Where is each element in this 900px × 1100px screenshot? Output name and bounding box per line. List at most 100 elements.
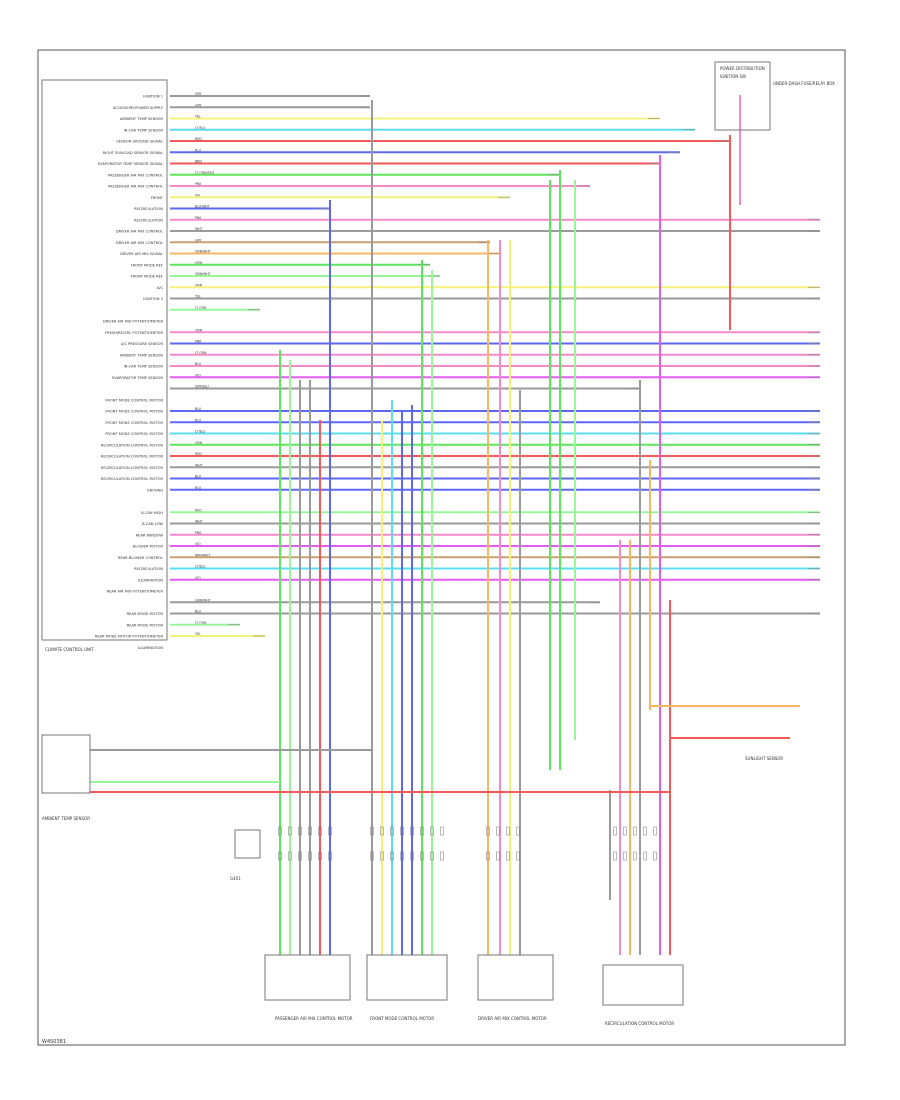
pin-label: B-CAN LOW bbox=[142, 522, 163, 526]
connector-pin bbox=[400, 851, 404, 861]
wire-code: PNK bbox=[195, 182, 202, 186]
pin-label: IGNITION 1 bbox=[143, 95, 163, 99]
wire-code: BRN bbox=[195, 160, 202, 164]
connector-pin bbox=[328, 851, 332, 861]
sunlight-sensor-label: SUNLIGHT SENSOR bbox=[745, 756, 783, 761]
wire-code: GRY/BLU bbox=[195, 385, 209, 389]
connector-pin bbox=[328, 826, 332, 836]
pin-label: REAR AIR MIX POTENTIOMETER bbox=[107, 590, 164, 594]
connector-pin bbox=[318, 826, 322, 836]
connector-pin bbox=[380, 826, 384, 836]
connector-pin bbox=[420, 851, 424, 861]
control-unit-box bbox=[41, 79, 168, 641]
pin-label: AMBIENT TEMP SENSOR bbox=[120, 117, 164, 121]
connector-pin bbox=[623, 826, 627, 836]
pin-label: REAR MODE MOTOR bbox=[127, 623, 164, 627]
connector-pin bbox=[308, 851, 312, 861]
wire-code: ORN/WHT bbox=[195, 250, 211, 254]
pin-label: AMBIENT TEMP SENSOR bbox=[120, 353, 164, 357]
pin-label: GROUND bbox=[147, 488, 163, 492]
connector-pin bbox=[516, 826, 520, 836]
pin-label: RECIRCULATION bbox=[134, 567, 163, 571]
connector-pin bbox=[400, 826, 404, 836]
recirc-module-box bbox=[602, 964, 684, 1006]
driver-module-label: DRIVER AIR MIX CONTROL MOTOR bbox=[478, 1016, 547, 1021]
connector-pin bbox=[506, 826, 510, 836]
connector-pin bbox=[380, 851, 384, 861]
pin-label: RECIRCULATION CONTROL MOTOR bbox=[101, 477, 164, 481]
wire-code: BLU bbox=[195, 486, 202, 490]
pin-label: FRESH/RECIRC POTENTIOMETER bbox=[105, 331, 163, 335]
wire-code: PNK bbox=[195, 216, 202, 220]
connector-pin bbox=[613, 826, 617, 836]
connector-pin bbox=[298, 851, 302, 861]
ambient-sensor-box bbox=[41, 734, 91, 794]
wire-code: RED bbox=[195, 508, 202, 512]
pin-label: SENSOR GROUND SIGNAL bbox=[116, 140, 163, 144]
pin-label: A/C PRESSURE SENSOR bbox=[121, 342, 164, 346]
wire-code: BLU bbox=[195, 407, 202, 411]
pin-label: B-CAN HIGH bbox=[141, 511, 163, 515]
connector-pin bbox=[653, 851, 657, 861]
ground-box bbox=[234, 829, 261, 859]
pin-label: EVAPORATOR TEMP SENSOR SIGNAL bbox=[98, 162, 163, 166]
pin-label: RECIRCULATION CONTROL MOTOR bbox=[101, 466, 164, 470]
wire-code: GRN bbox=[195, 441, 203, 445]
ground-label: G401 bbox=[230, 876, 241, 881]
front-mode-module-label: FRONT MODE CONTROL MOTOR bbox=[370, 1016, 434, 1021]
pin-label: FRONT MODE CONTROL MOTOR bbox=[105, 398, 163, 402]
wire-code: LT BLU bbox=[195, 126, 206, 130]
pin-label: ACCESSORY/POWER SUPPLY bbox=[113, 106, 164, 110]
pin-label: FRONT MODE CONTROL MOTOR bbox=[105, 432, 163, 436]
front-mode-module-box bbox=[366, 954, 448, 1001]
wire-code: YEL bbox=[195, 193, 201, 197]
wire-code: GRN/WHT bbox=[195, 272, 211, 276]
pin-label: ILLUMINATION bbox=[138, 578, 164, 582]
wire-code: VIO bbox=[195, 373, 201, 377]
passenger-module-box bbox=[264, 954, 351, 1001]
recirc-module-label: RECIRCULATION CONTROL MOTOR bbox=[605, 1021, 674, 1026]
connector-pin bbox=[390, 851, 394, 861]
wire-code: YEL bbox=[195, 295, 201, 299]
wire-code: LT GRN/RED bbox=[195, 171, 215, 175]
connector-pin bbox=[613, 851, 617, 861]
power-supply-box bbox=[714, 61, 771, 131]
wire-code: GRY bbox=[195, 238, 201, 242]
connector-pin bbox=[643, 826, 647, 836]
connector-pin bbox=[643, 851, 647, 861]
pin-label: FRONT MODE REF bbox=[131, 275, 163, 279]
wire-code: BLU/WHT bbox=[195, 205, 210, 209]
pin-label: BLOWER MOTOR bbox=[133, 545, 164, 549]
connector-pin bbox=[430, 851, 434, 861]
connector-pin bbox=[623, 851, 627, 861]
pin-label: PASSENGER AIR MIX CONTROL bbox=[108, 185, 163, 189]
wire-code: LT GRN bbox=[195, 306, 207, 310]
wire-code: WHT bbox=[195, 520, 203, 524]
pin-label: A/C bbox=[157, 286, 164, 290]
pin-label: DRIVER AIR MIX POTENTIOMETER bbox=[103, 320, 164, 324]
driver-module-box bbox=[477, 954, 554, 1001]
wire-code: VIO bbox=[195, 542, 201, 546]
pin-label: IN-CAR TEMP SENSOR bbox=[124, 365, 164, 369]
pin-label-group: IGNITION 1 ACCESSORY/POWER SUPPLY AMBIENT … bbox=[95, 95, 164, 650]
connector-pin bbox=[506, 851, 510, 861]
pin-label: IN-CAR TEMP SENSOR bbox=[124, 128, 164, 132]
connector-pin bbox=[298, 826, 302, 836]
connector-pin bbox=[653, 826, 657, 836]
diagram-border bbox=[37, 49, 846, 1046]
pin-label: REAR MODE MOTOR POTENTIOMETER bbox=[95, 635, 164, 639]
pin-label: PASSENGER AIR MIX CONTROL bbox=[108, 173, 163, 177]
wire-code: RED bbox=[195, 137, 202, 141]
sheet-reference: W4S0381 bbox=[42, 1039, 66, 1045]
wire-code: VIO bbox=[195, 576, 201, 580]
connector-pin bbox=[420, 826, 424, 836]
ambient-sensor-label: AMBIENT TEMP SENSOR bbox=[42, 816, 90, 821]
connector-pin bbox=[496, 826, 500, 836]
pin-label: ILLUMINATION bbox=[138, 646, 164, 650]
connector-pin bbox=[496, 851, 500, 861]
connector-pin bbox=[516, 851, 520, 861]
pin-label: FRONT MODE CONTROL MOTOR bbox=[105, 410, 163, 414]
wire-code: BLU bbox=[195, 418, 202, 422]
wire-code: GRY bbox=[195, 103, 201, 107]
